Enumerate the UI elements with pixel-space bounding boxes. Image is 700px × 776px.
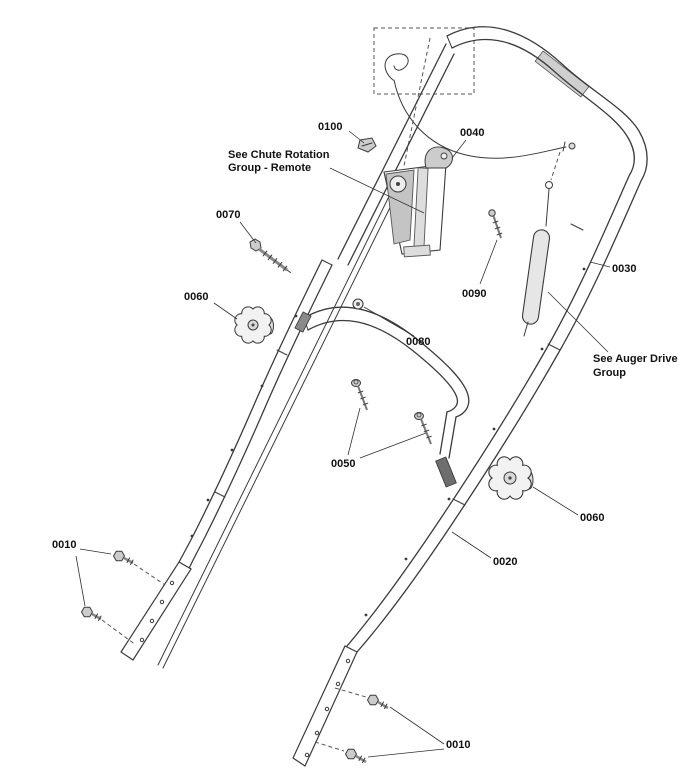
part-label-0010-upper: 0010 <box>52 539 76 551</box>
leader-lines <box>75 130 611 758</box>
part-label-0030: 0030 <box>612 263 636 275</box>
part-label-0070: 0070 <box>216 209 240 221</box>
part-label-0090: 0090 <box>462 288 486 300</box>
control-cable <box>157 169 408 669</box>
part-label-0040: 0040 <box>460 127 484 139</box>
leader-0020 <box>451 531 492 559</box>
knob-left <box>234 306 274 344</box>
right-handle-tube <box>292 26 648 767</box>
left-bracket-holes <box>139 580 175 643</box>
knob-right <box>488 456 534 500</box>
leader-0050-a <box>347 407 361 456</box>
auger-callout-line1: See Auger Drive <box>593 353 678 365</box>
part-label-0060-right: 0060 <box>580 512 604 524</box>
leader-0060-right <box>532 486 579 516</box>
leader-0070 <box>239 221 257 244</box>
leader-auger-callout <box>547 291 609 353</box>
left-tube-rivets <box>190 314 298 538</box>
part-label-0010-lower: 0010 <box>446 739 470 751</box>
leader-0010-upper-b <box>75 555 86 607</box>
part-label-0080: 0080 <box>406 336 430 348</box>
part-label-0100: 0100 <box>318 121 342 133</box>
remote-cable <box>384 53 576 181</box>
callouts: See Chute Rotation Group - Remote See Au… <box>228 149 678 379</box>
bolts-0010-lower <box>314 687 389 764</box>
chute-callout-line2: Group - Remote <box>228 162 311 174</box>
grip-sleeve <box>534 50 590 98</box>
leader-0090 <box>479 239 498 285</box>
leader-0030 <box>589 261 611 268</box>
middle-handlebar <box>294 306 470 488</box>
part-label-0050: 0050 <box>331 458 355 470</box>
leader-0040 <box>451 139 467 159</box>
leader-chute-callout <box>329 167 425 214</box>
leader-0010-lower-a <box>389 706 445 745</box>
handlebar-clamp-right <box>435 456 457 488</box>
screws-0050 <box>351 379 432 445</box>
auger-spring <box>521 181 553 337</box>
handlebar-clamp-left <box>294 311 312 333</box>
part-labels: 0100 0040 0070 0060 0090 0080 0030 0050 … <box>52 121 636 751</box>
part-label-0020: 0020 <box>493 556 517 568</box>
leader-0010-upper-a <box>79 548 112 555</box>
washer-0080 <box>352 298 364 310</box>
dashed-connector-box <box>373 27 475 167</box>
leader-0100 <box>348 130 365 144</box>
part-label-0060-left: 0060 <box>184 291 208 303</box>
leader-0050-b <box>359 432 427 459</box>
chute-callout-line1: See Chute Rotation <box>228 149 330 161</box>
leader-0010-lower-b <box>367 748 445 758</box>
screw-0090 <box>488 209 503 239</box>
bolts-0010-upper <box>80 550 166 646</box>
right-tube-rivets <box>364 267 586 617</box>
leader-0060-left <box>213 302 238 320</box>
left-handle-tube-upper <box>337 43 455 266</box>
leader-0080 <box>363 306 415 337</box>
auger-callout-line2: Group <box>593 367 626 379</box>
right-bracket-holes <box>304 658 351 758</box>
screw-0070 <box>249 238 291 273</box>
chute-rotation-group <box>383 146 453 258</box>
